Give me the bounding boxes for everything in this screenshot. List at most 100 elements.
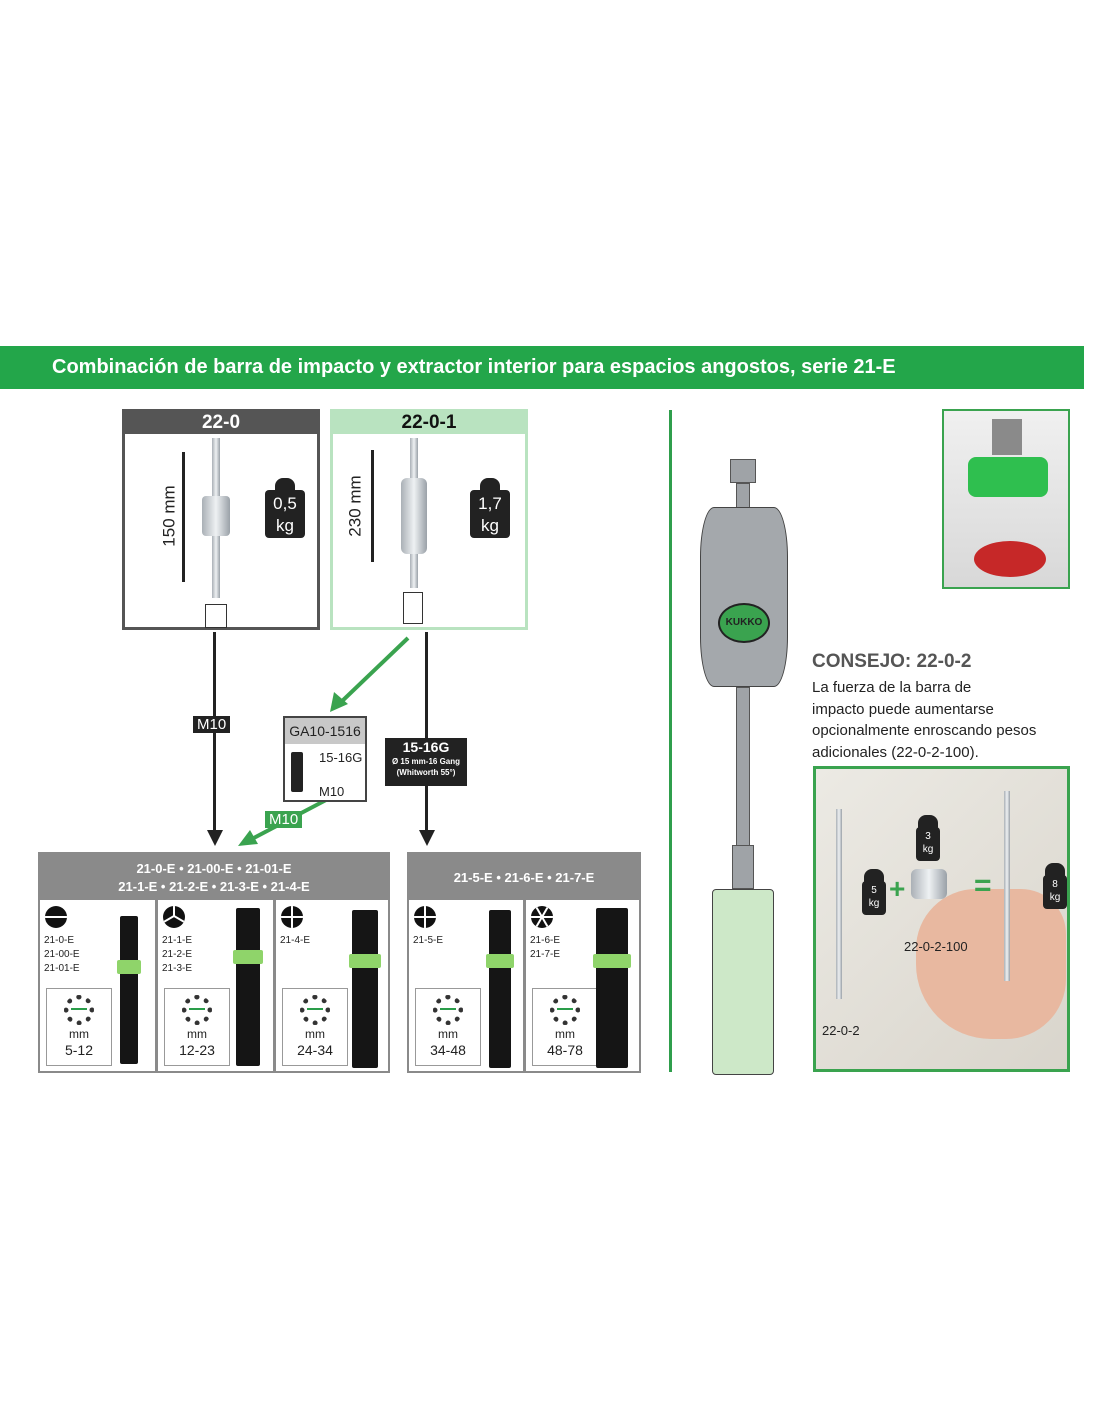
weight-unit: kg [276,516,294,535]
shaft [736,483,750,509]
bearing-icon [64,995,94,1025]
cell-codes: 21-4-E [280,935,311,946]
accessory-label: 22-0-2-100 [904,939,968,954]
weight-value: 1,7 [478,494,502,513]
bar-assembled [1004,791,1010,981]
bar-label: 22-0-2 [822,1023,860,1038]
split-6-icon [531,906,553,928]
weight-value: 0,5 [273,494,297,513]
vertical-divider [669,410,672,1072]
thread-line2: (Whitworth 55°) [396,768,456,777]
thread-title: 15-16G [402,739,450,755]
range-value: 34-48 [430,1042,466,1058]
tip-title: CONSEJO: 22-0-2 [812,651,972,672]
kukko-logo: KUKKO [718,603,770,643]
arrow-down-icon [419,830,435,846]
thread-line1: Ø 15 mm-16 Gang [391,757,461,766]
adapter-code: GA10-1516 [285,718,365,744]
green-arrowhead-icon [238,830,258,846]
length-dimension-arrow [371,450,374,562]
split-2-icon [45,906,67,928]
hand [916,889,1066,1039]
split-4-icon [414,906,436,928]
hex-coupler [732,845,754,889]
range-value: 48-78 [547,1042,583,1058]
bar-22-0-2 [836,809,842,999]
adapter-part [291,752,303,792]
group-header-line1: 21-5-E • 21-6-E • 21-7-E [453,870,595,885]
weight-ring [911,869,947,899]
length-label: 230 mm [345,475,365,537]
extractor-tool [349,910,381,1068]
banner-title: Combinación de barra de impacto y extrac… [52,356,896,378]
adapter-top-thread: 15-16G [319,750,363,765]
adapter-bottom-thread: M10 [319,784,345,799]
weight-unit: kg [481,516,499,535]
extractor-collet [712,889,774,1075]
range-value: 12-23 [179,1042,215,1058]
connector-line-right [425,632,428,832]
arrow-down-icon [207,830,223,846]
title-banner: Combinación de barra de impacto y extrac… [0,346,1084,389]
length-label: 150 mm [159,485,179,547]
extractor-group-1: 21-0-E • 21-00-E • 21-01-E 21-1-E • 21-2… [38,852,390,1073]
thread-tag-15-16g: 15-16G Ø 15 mm-16 Gang (Whitworth 55°) [385,738,467,786]
length-dimension-arrow [182,452,185,582]
thread-tag-m10: M10 [193,716,231,733]
green-arrowhead-icon [330,692,348,712]
extractor-tool [593,908,631,1068]
hex-nut [730,459,756,483]
bar-card-22-0: 22-0 150 mm 0,5 kg [122,409,320,630]
extractor-tool [486,910,514,1068]
bearing-icon [300,995,330,1025]
split-3-icon [163,906,185,928]
bearing-icon [433,995,463,1025]
plus-sign: + [889,873,906,904]
cell-codes: 21-5-E [413,935,444,946]
split-4-icon [281,906,303,928]
extractor-tool [117,916,141,1064]
bar-code: 22-0-1 [333,412,525,434]
weight-icon: 0,5 kg [265,490,305,538]
thread-tag-m10-green: M10 [265,811,303,828]
range-value: 24-34 [297,1042,333,1058]
adapter-box: GA10-1516 15-16G M10 [283,716,367,802]
equals-sign: = [974,869,992,902]
robot-photo [942,409,1070,589]
bar-code: 22-0 [125,412,317,434]
slide-weight [401,478,427,554]
range-value: 5-12 [64,1042,94,1058]
shaft-lower [736,687,750,847]
group-header-line2: 21-1-E • 21-2-E • 21-3-E • 21-4-E [118,879,310,894]
green-arrow-to-adapter [336,636,410,707]
extractor-tool [233,908,263,1066]
group-header-line1: 21-0-E • 21-00-E • 21-01-E [136,861,292,876]
bar-card-22-0-1: 22-0-1 230 mm 1,7 kg [330,409,528,630]
weight-icon: 1,7 kg [470,490,510,538]
thread-adapter-thumb [403,592,423,624]
slide-weight [202,496,230,536]
thread-adapter-thumb [205,604,227,628]
bearing-icon [550,995,580,1025]
slide-hammer-illustration: KUKKO [698,455,798,1075]
bearing-icon [182,995,212,1025]
